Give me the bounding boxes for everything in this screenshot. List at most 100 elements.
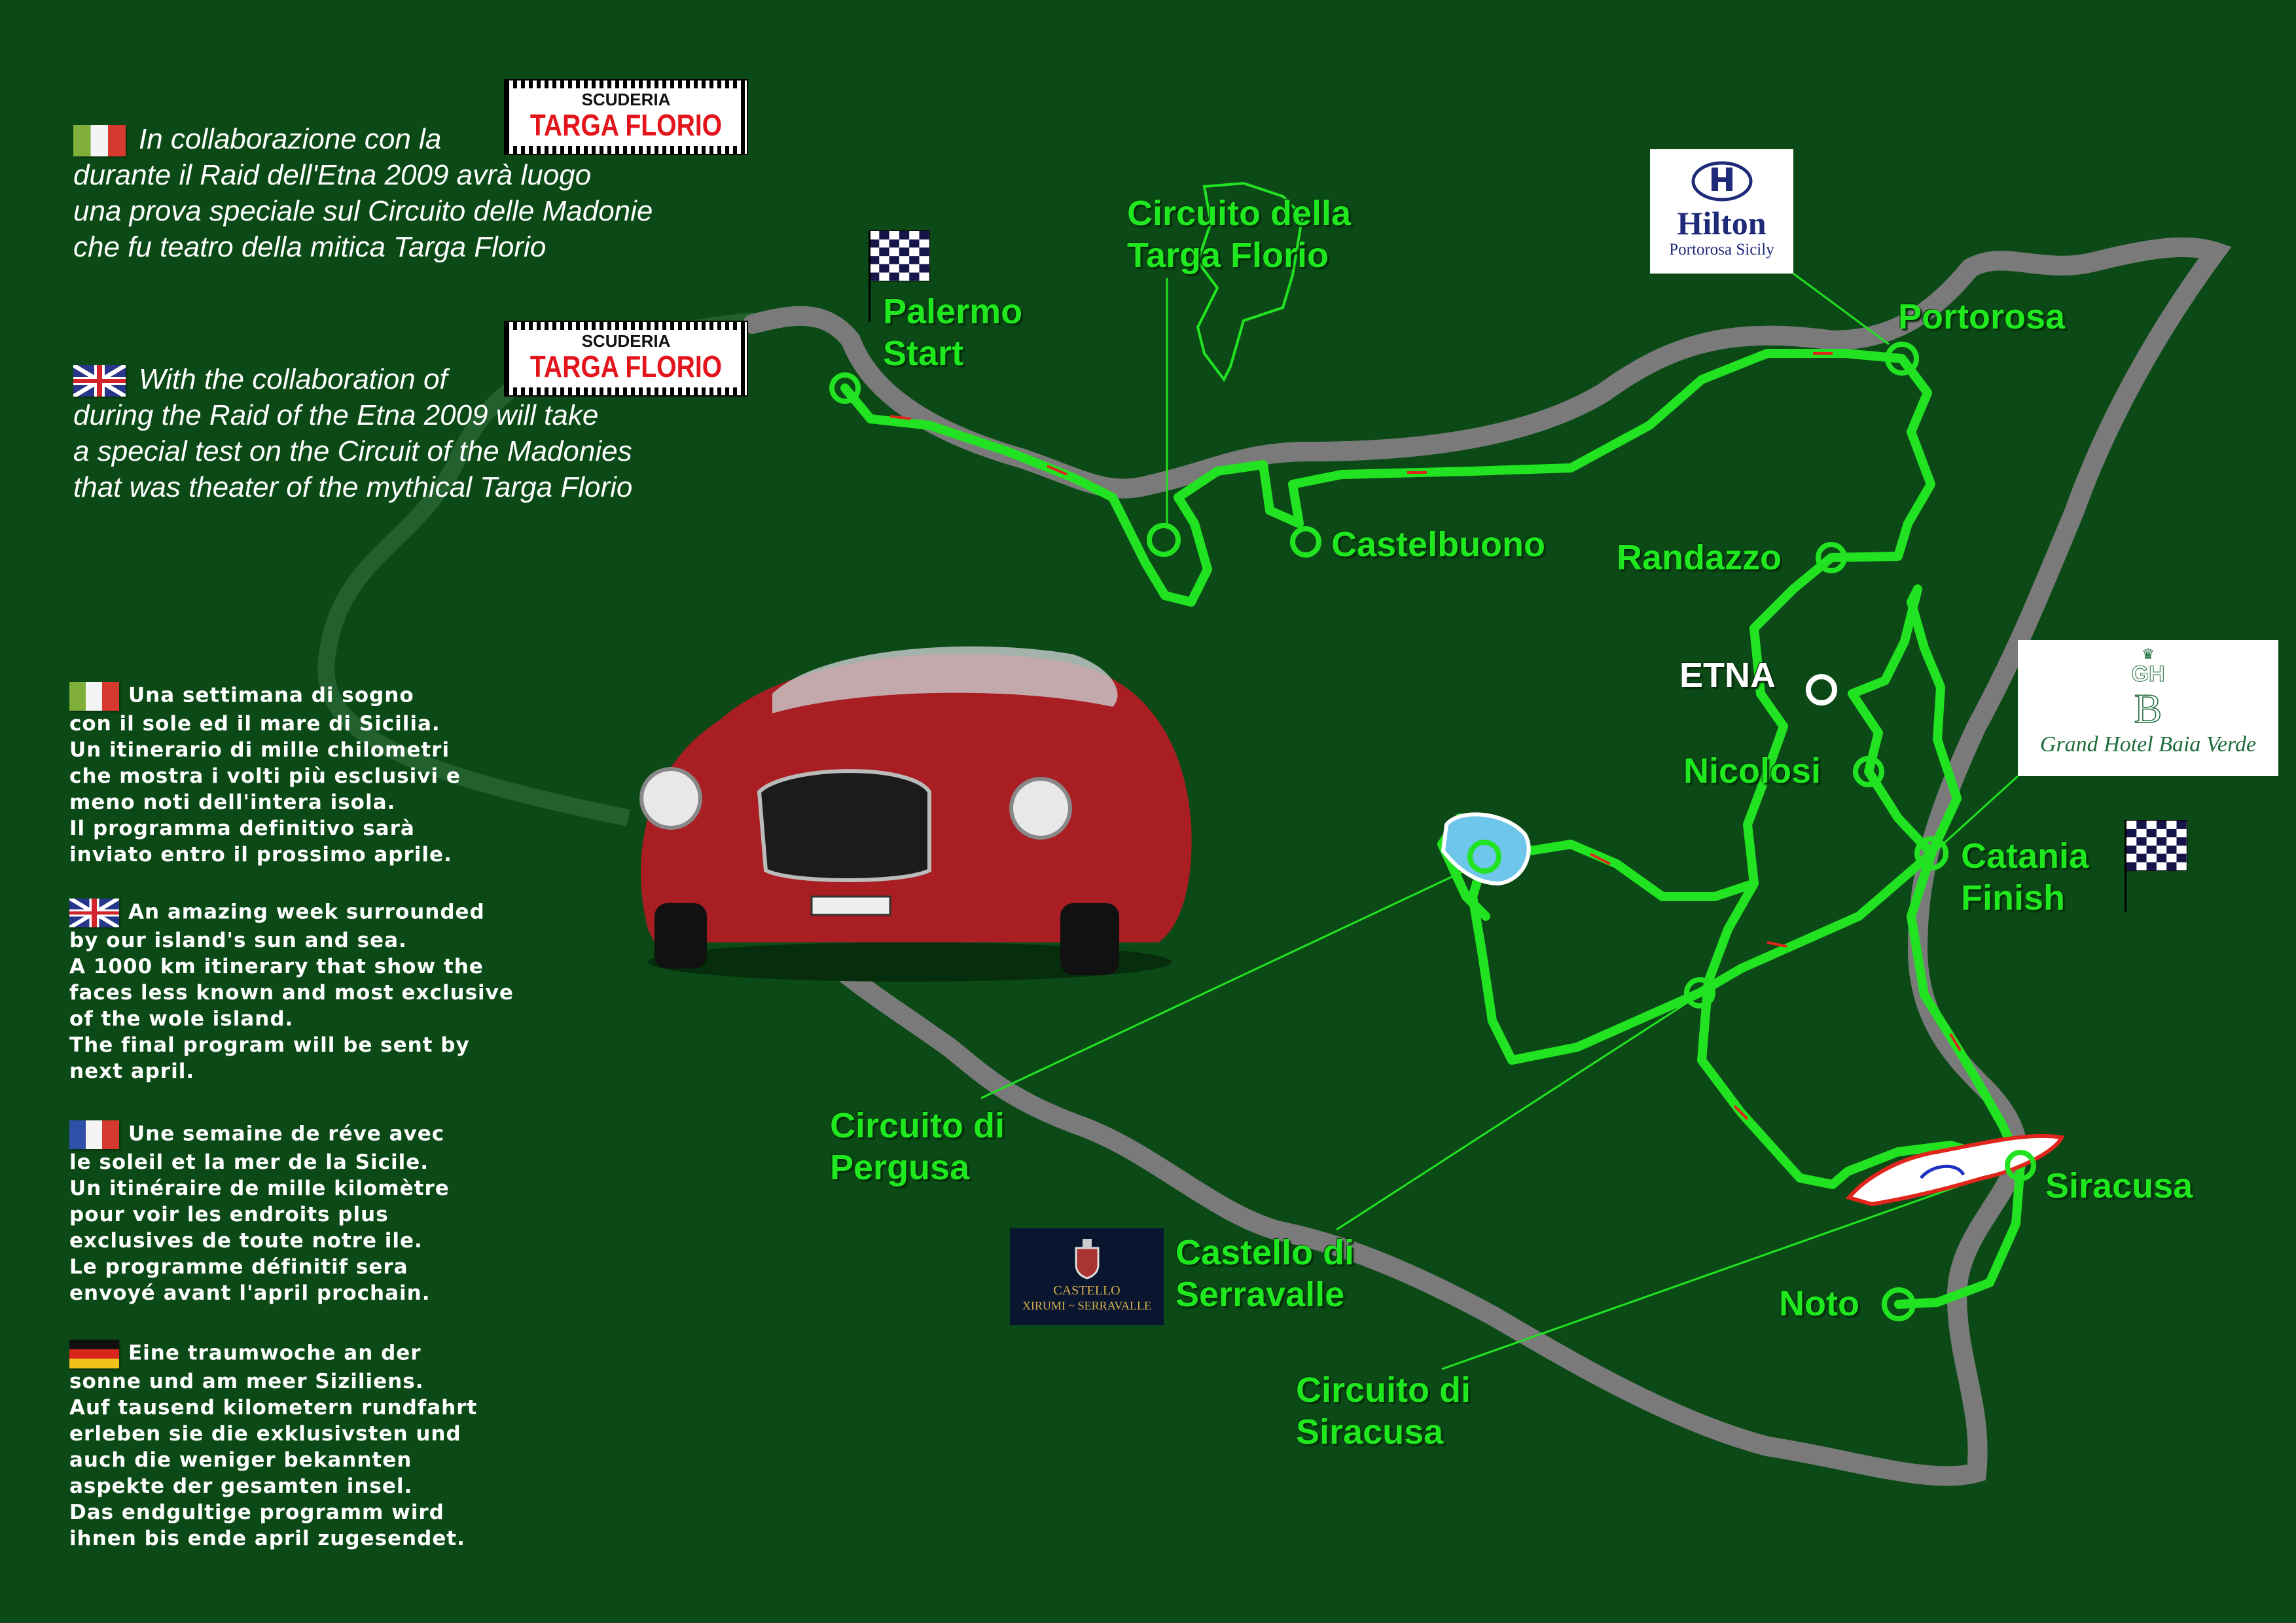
castello-xirumi-serravalle-logo: CASTELLO XIRUMI ~ SERRAVALLE [1010,1228,1164,1325]
label-line: Castello di [1175,1233,1355,1272]
marker-etna [1806,674,1837,705]
logo-top-text: SCUDERIA [581,90,671,109]
marker-randazzo [1816,542,1847,573]
label-circuito-targa-florio: Circuito della Targa Florio [1127,192,1351,276]
uk-flag-icon [69,899,119,927]
hilton-emblem-icon [1691,161,1752,202]
checkered-flag-icon [2126,820,2187,871]
description-line: pour voir les endroits plus [69,1203,389,1226]
description-line: aspekte der gesamten insel. [69,1474,413,1498]
pergusa-lake [1441,812,1531,886]
location-markers [829,342,2036,1321]
flag-pole [869,230,870,322]
marker-portorosa [1885,342,1919,376]
castello-line1: CASTELLO [1053,1283,1121,1298]
marker-nicolosi [1853,756,1884,787]
intro-line: With the collaboration of [139,363,448,395]
label-line: Start [883,334,964,373]
description-line: meno noti dell'intera isola. [69,791,396,814]
description-line: inviato entro il prossimo aprile. [69,843,452,866]
label-nicolosi: Nicolosi [1683,751,1821,791]
flag-pole [2125,820,2126,912]
label-line: Targa Florio [1127,236,1329,275]
description-line: An amazing week surrounded [128,900,485,924]
france-flag-icon [69,1120,119,1149]
description-line: Une semaine de réve avec [128,1122,445,1146]
logo-bottom-text: TARGA FLORIO [529,349,723,383]
logo-bottom-text: TARGA FLORIO [529,108,723,142]
uk-flag-icon [73,365,126,397]
marker-pergusa [1467,840,1501,874]
description-german: Eine traumwoche an der sonne und am meer … [69,1340,477,1552]
description-line: A 1000 km itinerary that show the [69,955,484,978]
description-line: Auf tausend kilometern rundfahrt [69,1396,478,1419]
label-line: Circuito di [1296,1370,1471,1410]
label-line: Siracusa [1296,1412,1444,1452]
label-castello-serravalle: Castello di Serravalle [1175,1232,1354,1315]
siracusa-circuit [1845,1133,2065,1207]
description-line: Eine traumwoche an der [128,1341,422,1365]
scuderia-targa-florio-logo: SCUDERIA TARGA FLORIO [504,79,748,155]
description-line: by our island's sun and sea. [69,929,407,952]
description-line: le soleil et la mer de la Sicile. [69,1150,429,1174]
logo-top-text: SCUDERIA [581,331,671,351]
hilton-name: Hilton [1677,205,1767,241]
hilton-subtitle: Portorosa Sicily [1669,241,1774,259]
description-line: Una settimana di sogno [128,683,414,707]
intro-line: during the Raid of the Etna 2009 will ta… [73,399,599,431]
label-noto: Noto [1779,1284,1859,1323]
leader-lines [980,272,2021,1370]
intro-line: durante il Raid dell'Etna 2009 avrà luog… [73,159,592,191]
intro-english: With the collaboration of during the Rai… [73,361,632,505]
red-race-car [639,646,1192,982]
description-line: faces less known and most exclusive [69,981,514,1005]
targa-florio-circuit-outline [1196,181,1304,382]
scuderia-targa-florio-logo: SCUDERIA TARGA FLORIO [504,321,748,397]
route-arrows [889,352,1962,1120]
description-line: Un itinéraire de mille kilomètre [69,1177,450,1200]
description-line: sonne und am meer Siziliens. [69,1370,424,1393]
marker-targa-florio [1147,523,1181,557]
label-randazzo: Randazzo [1617,538,1782,577]
description-line: Das endgultige programm wird [69,1501,444,1524]
description-line: con il sole ed il mare di Sicilia. [69,712,440,736]
intro-line: that was theater of the mythical Targa F… [73,471,633,503]
castello-line2: XIRUMI ~ SERRAVALLE [1022,1299,1152,1312]
hilton-logo: Hilton Portorosa Sicily [1650,149,1793,274]
description-line: exclusives de toute notre ile. [69,1229,423,1253]
monogram: GH [2131,662,2165,687]
label-line: Serravalle [1175,1275,1345,1314]
bn-monogram-icon: B [2134,685,2162,732]
intro-italian: In collaborazione con la durante il Raid… [73,121,653,265]
label-line: Palermo [883,292,1023,331]
marker-catania [1914,836,1948,870]
description-line: The final program will be sent by [69,1033,470,1057]
description-english: An amazing week surrounded by our island'… [69,899,514,1084]
rally-route [840,349,2025,1309]
checkered-flag-icon [869,230,930,281]
coat-of-arms-icon [1075,1239,1099,1279]
baia-verde-name: Grand Hotel Baia Verde [2039,732,2257,757]
description-line: Un itinerario di mille chilometri [69,738,450,762]
description-line: Le programme définitif sera [69,1255,408,1279]
description-french: Une semaine de réve avec le soleil et la … [69,1120,450,1306]
intro-line: una prova speciale sul Circuito delle Ma… [73,195,653,227]
grand-hotel-baia-verde-logo: ♛ GH B Grand Hotel Baia Verde [2018,640,2278,776]
description-line: che mostra i volti più esclusivi e [69,764,461,788]
crown-icon: ♛ [2142,646,2155,662]
coastline [743,247,2232,1476]
label-line: Catania [1961,836,2089,876]
label-portorosa: Portorosa [1898,297,2066,336]
intro-line: a special test on the Circuit of the Mad… [73,435,632,467]
description-line: of the wole island. [69,1007,294,1031]
description-line: ihnen bis ende april zugesendet. [69,1527,465,1550]
label-castelbuono: Castelbuono [1331,525,1546,564]
intro-line: che fu teatro della mitica Targa Florio [73,231,547,263]
label-line: Finish [1961,878,2065,918]
label-siracusa: Siracusa [2045,1166,2193,1205]
description-line: Il programma definitivo sarà [69,817,415,840]
label-etna: ETNA [1679,656,1776,695]
marker-castelbuono [1290,526,1321,558]
label-circuito-pergusa: Circuito di Pergusa [830,1105,1005,1188]
